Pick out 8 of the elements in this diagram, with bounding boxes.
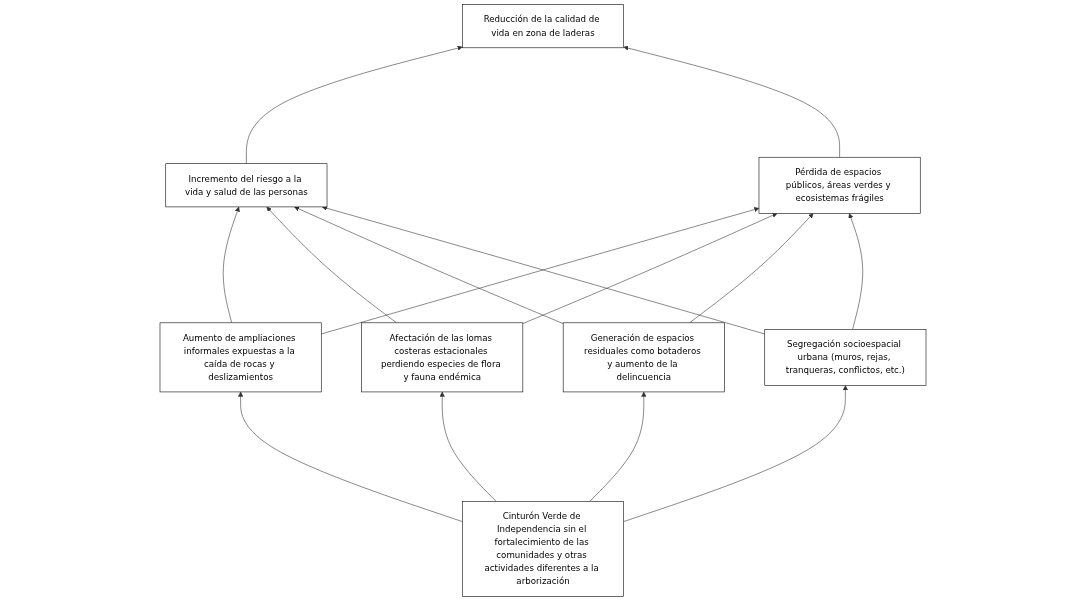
node-box: Segregación socioespacial urbana (muros, rejas, tranqueras, conflictos, etc.) bbox=[764, 329, 927, 386]
node-box: Cinturón Verde de Independencia sin el fortalecimiento de las comunidades y otras actividades diferentes a la arborización bbox=[462, 501, 624, 597]
node-box: Generación de espacios residuales como botaderos y aumento de la delincuencia bbox=[562, 322, 725, 393]
node-box: Reducción de la calidad de vida en zona de laderas bbox=[462, 4, 624, 49]
node-box: Incremento del riesgo a la vida y salud de las personas bbox=[165, 163, 328, 208]
node-box: Aumento de ampliaciones informales expuestas a la caída de rocas y deslizamientos bbox=[159, 322, 322, 393]
node-box: Pérdida de espacios públicos, áreas verdes y ecosistemas frágiles bbox=[758, 156, 921, 214]
node-box: Afectación de las lomas costeras estacionales perdiendo especies de flora y fauna endémica bbox=[361, 322, 524, 393]
